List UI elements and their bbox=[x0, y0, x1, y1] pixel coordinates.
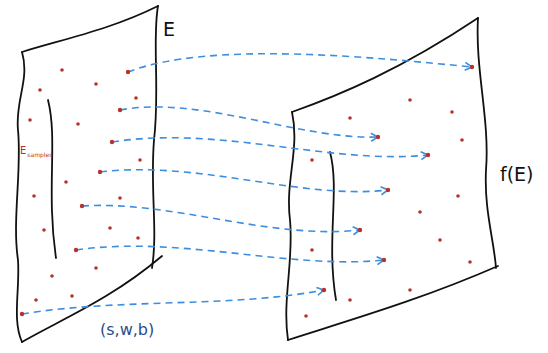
sheet-outlines bbox=[16, 6, 498, 342]
mapping-arrows bbox=[22, 54, 472, 314]
mapping-arrow bbox=[22, 290, 324, 314]
sheet-edge bbox=[22, 256, 162, 342]
samples-subscript: samples bbox=[27, 152, 52, 158]
sheet-edge bbox=[152, 6, 158, 268]
mapping-arrow bbox=[128, 54, 472, 72]
sheet-edge bbox=[478, 18, 496, 268]
sample-dots bbox=[20, 65, 474, 318]
mapping-arrow bbox=[100, 170, 388, 192]
mapping-arrow bbox=[112, 138, 428, 157]
fold-line bbox=[330, 152, 336, 300]
set-label: E bbox=[163, 20, 175, 39]
parameter-label: (s,w,b) bbox=[100, 322, 154, 338]
sheet-edge bbox=[22, 6, 158, 52]
sheet-edge bbox=[286, 112, 294, 340]
sheet-edge bbox=[288, 266, 498, 340]
samples-label: E bbox=[20, 146, 26, 156]
sheet-edge bbox=[16, 52, 24, 342]
mapping-arrow bbox=[76, 246, 384, 262]
mapping-arrow bbox=[120, 107, 378, 137]
image-label: f(E) bbox=[500, 165, 534, 184]
fold-line bbox=[48, 100, 56, 258]
mapping-arrow bbox=[82, 205, 360, 231]
